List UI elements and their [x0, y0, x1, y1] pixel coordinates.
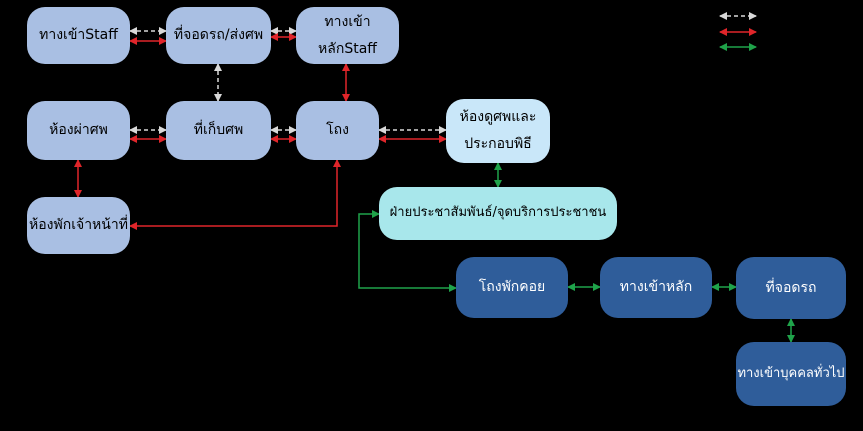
node-label-line1: ห้องดูศพและ: [459, 109, 537, 126]
node-label: ทางเข้าStaff: [39, 27, 118, 44]
connector-pr-waiting-green: [358, 210, 457, 292]
node-autopsy-room: ห้องผ่าศพ: [27, 101, 130, 160]
node-label: ที่จอดรถ/ส่งศพ: [173, 27, 264, 44]
node-label-line2: ประกอบพิธี: [464, 136, 532, 152]
node-staff-main-entrance: ทางเข้าหลักStaff: [296, 7, 399, 64]
node-label: ทางเข้าบุคคลทั่วไป: [737, 365, 845, 381]
node-public-entrance: ทางเข้าบุคคลทั่วไป: [736, 342, 846, 406]
node-label: ที่เก็บศพ: [193, 122, 244, 139]
node-label: โถงพักคอย: [478, 279, 546, 296]
node-public-relations: ฝ่ายประชาสัมพันธ์/จุดบริการประชาชน: [379, 187, 617, 240]
node-viewing-room: ห้องดูศพและ ประกอบพิธี: [446, 99, 550, 163]
node-main-entrance: ทางเข้าหลัก: [600, 257, 712, 318]
node-staff-entrance: ทางเข้าStaff: [27, 7, 130, 64]
node-label: ที่จอดรถ: [765, 279, 817, 296]
node-staff-rest-room: ห้องพักเจ้าหน้าที่: [27, 197, 130, 254]
node-waiting-hall: โถงพักคอย: [456, 257, 568, 318]
node-body-storage: ที่เก็บศพ: [166, 101, 271, 160]
connector-hall-restroom-red: [129, 159, 341, 230]
node-parking: ที่จอดรถ: [736, 257, 846, 319]
node-label: ฝ่ายประชาสัมพันธ์/จุดบริการประชาชน: [389, 205, 607, 221]
node-label: ทางเข้าหลักStaff: [318, 13, 377, 57]
node-label: ห้องพักเจ้าหน้าที่: [29, 217, 128, 234]
node-label: ทางเข้าหลัก: [619, 279, 693, 296]
node-body-parking: ที่จอดรถ/ส่งศพ: [166, 7, 271, 64]
node-label: ห้องผ่าศพ: [49, 122, 108, 139]
node-label: โถง: [326, 122, 349, 139]
node-hall: โถง: [296, 101, 379, 160]
